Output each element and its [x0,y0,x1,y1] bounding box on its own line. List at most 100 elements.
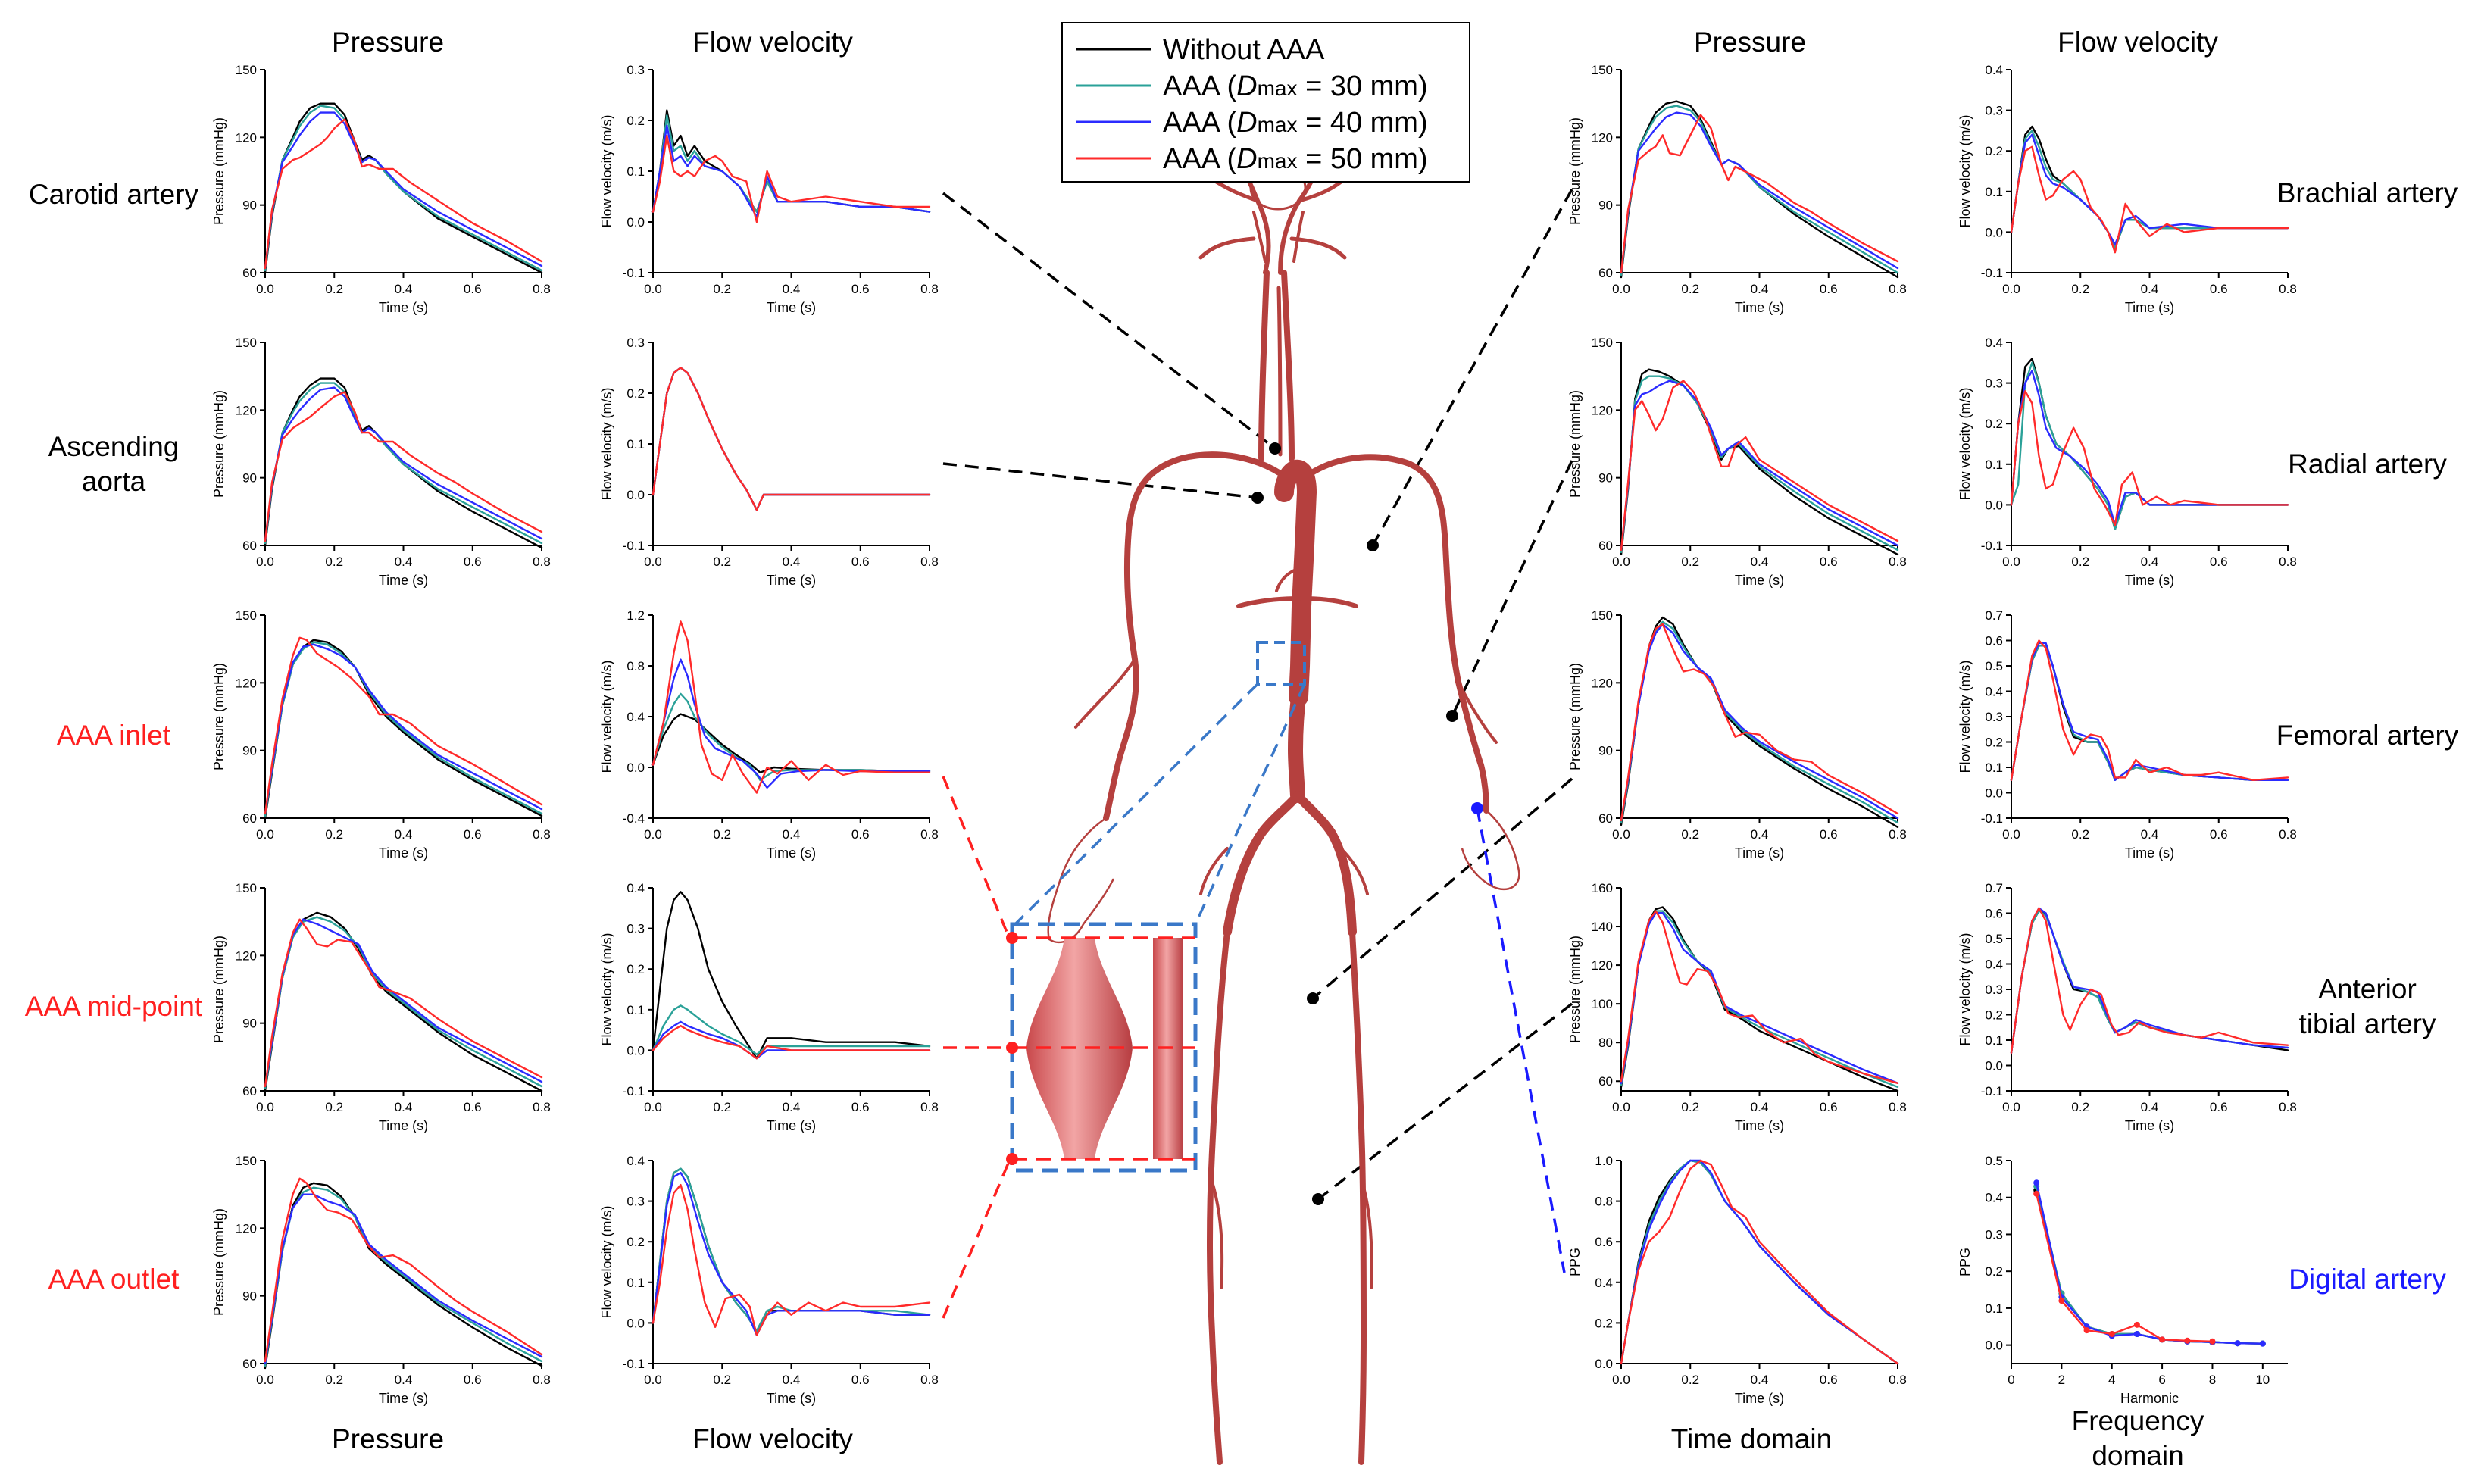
head-vessel [1292,211,1305,263]
y-tick-label: -0.1 [623,1084,645,1098]
y-tick-label: 90 [242,198,257,213]
hidden [1311,456,1431,545]
y-tick-label: 0.3 [626,336,645,350]
renal [1236,596,1302,608]
series-line-d30 [2036,1185,2264,1345]
y-tick-label: 0.2 [1595,1316,1613,1330]
x-axis-label: Time (s) [2125,845,2174,861]
internal-iliac [1339,847,1369,895]
arterial-tree-illustration [1047,129,1520,1465]
y-tick-label: 0.4 [1985,958,2003,972]
aneurysm-inset [1006,641,1306,1173]
column-footer: Time domain [1671,1423,1832,1454]
x-tick-label: 0.4 [1751,827,1769,842]
x-axis-label: Time (s) [1735,1118,1784,1133]
measurement-point [1446,710,1458,722]
y-tick-label: 120 [1592,958,1613,973]
y-tick-label: 0.4 [1985,685,2003,699]
series-line-d40 [264,643,543,815]
x-axis-label: Time (s) [379,300,428,315]
series-line-d50 [264,391,543,542]
x-axis-label: Harmonic [2120,1391,2179,1406]
y-tick-label: 0.3 [626,922,645,936]
y-tick-label: 0.1 [1985,761,2003,775]
series-line-d50 [1620,910,1899,1084]
row-label-left: aorta [82,466,146,497]
y-axis-label: Flow velocity (m/s) [599,387,614,500]
right-arm-artery [1103,451,1283,821]
series-line-d30 [1620,105,1899,276]
y-tick-label: 100 [1592,997,1613,1011]
x-tick-label: 0.6 [2210,282,2228,296]
series-line-d50 [1620,623,1899,822]
y-axis-label: PPG [1567,1248,1583,1276]
x-axis-label: Time (s) [767,1391,816,1406]
x-tick-label: 0.4 [395,555,413,569]
x-tick-label: 0.2 [325,1373,343,1387]
x-tick-label: 0.0 [2002,555,2020,569]
series-line-d50 [264,1177,543,1363]
y-tick-label: 0.0 [1985,1059,2003,1073]
vertebral [1276,286,1283,457]
x-tick-label: 0.8 [533,282,551,296]
y-tick-label: 1.0 [1595,1154,1613,1168]
x-tick-label: 0.8 [1889,1100,1907,1114]
x-tick-label: 0.8 [533,1373,551,1387]
y-tick-label: 0.1 [626,1276,645,1290]
y-tick-label: 0.1 [626,164,645,179]
leader-aaa-outlet [942,1161,1011,1319]
y-tick-label: 120 [236,130,257,145]
row-label-left: AAA inlet [57,720,171,751]
y-tick-label: 90 [1598,471,1613,486]
series-line-d30 [651,1004,931,1055]
series-line-d50 [264,918,543,1088]
y-tick-label: 90 [1598,198,1613,213]
series-line-d40 [651,367,931,511]
y-tick-label: 120 [236,676,257,690]
x-tick-label: 0.8 [1889,282,1907,296]
x-tick-label: 6 [2158,1373,2165,1387]
x-tick-label: 0.0 [2002,1100,2020,1114]
section-point [1006,1042,1018,1054]
y-tick-label: 0.4 [626,881,645,895]
x-tick-label: 0.0 [644,282,662,296]
series-line-d40 [651,658,931,789]
series-line-without-aaa [651,713,931,773]
head-vessel [1289,236,1347,260]
y-tick-label: 0.2 [1985,1008,2003,1023]
series-line-d40 [2010,370,2289,526]
y-tick-label: 0.3 [1985,983,2003,997]
x-axis-label: Time (s) [767,845,816,861]
y-tick-label: 0.1 [626,1003,645,1017]
right-carotid [1281,270,1295,461]
y-axis-label: Pressure (mmHg) [211,1208,227,1316]
measurement-point [1312,1193,1324,1205]
x-tick-label: 0.6 [464,555,482,569]
section-point [1006,932,1018,944]
series-line-d50 [651,367,931,511]
x-tick-label: 0.6 [2210,555,2228,569]
x-tick-label: 0.2 [713,282,731,296]
x-axis-label: Time (s) [767,573,816,588]
series-line-without-aaa [1620,368,1899,556]
y-axis-label: Flow velocity (m/s) [1958,660,1973,773]
x-tick-label: 0.0 [256,555,274,569]
series-line-d30 [651,367,931,511]
x-tick-label: 0.2 [2071,282,2089,296]
x-tick-label: 0.4 [783,1373,801,1387]
y-tick-label: 0.3 [626,1195,645,1209]
series-line-d50 [651,620,931,794]
x-tick-label: 0.2 [325,1100,343,1114]
data-point [2058,1298,2065,1304]
row-label-right: Radial artery [2288,448,2447,480]
x-tick-label: 0.2 [1681,827,1699,842]
y-tick-label: 150 [1592,608,1613,623]
y-axis-label: Flow velocity (m/s) [1958,387,1973,500]
series-line-without-aaa [1620,100,1899,279]
y-tick-label: 150 [1592,336,1613,350]
left-leg-artery [1349,929,1367,1465]
series-line-without-aaa [1620,906,1899,1092]
head-vessel [1198,236,1256,260]
